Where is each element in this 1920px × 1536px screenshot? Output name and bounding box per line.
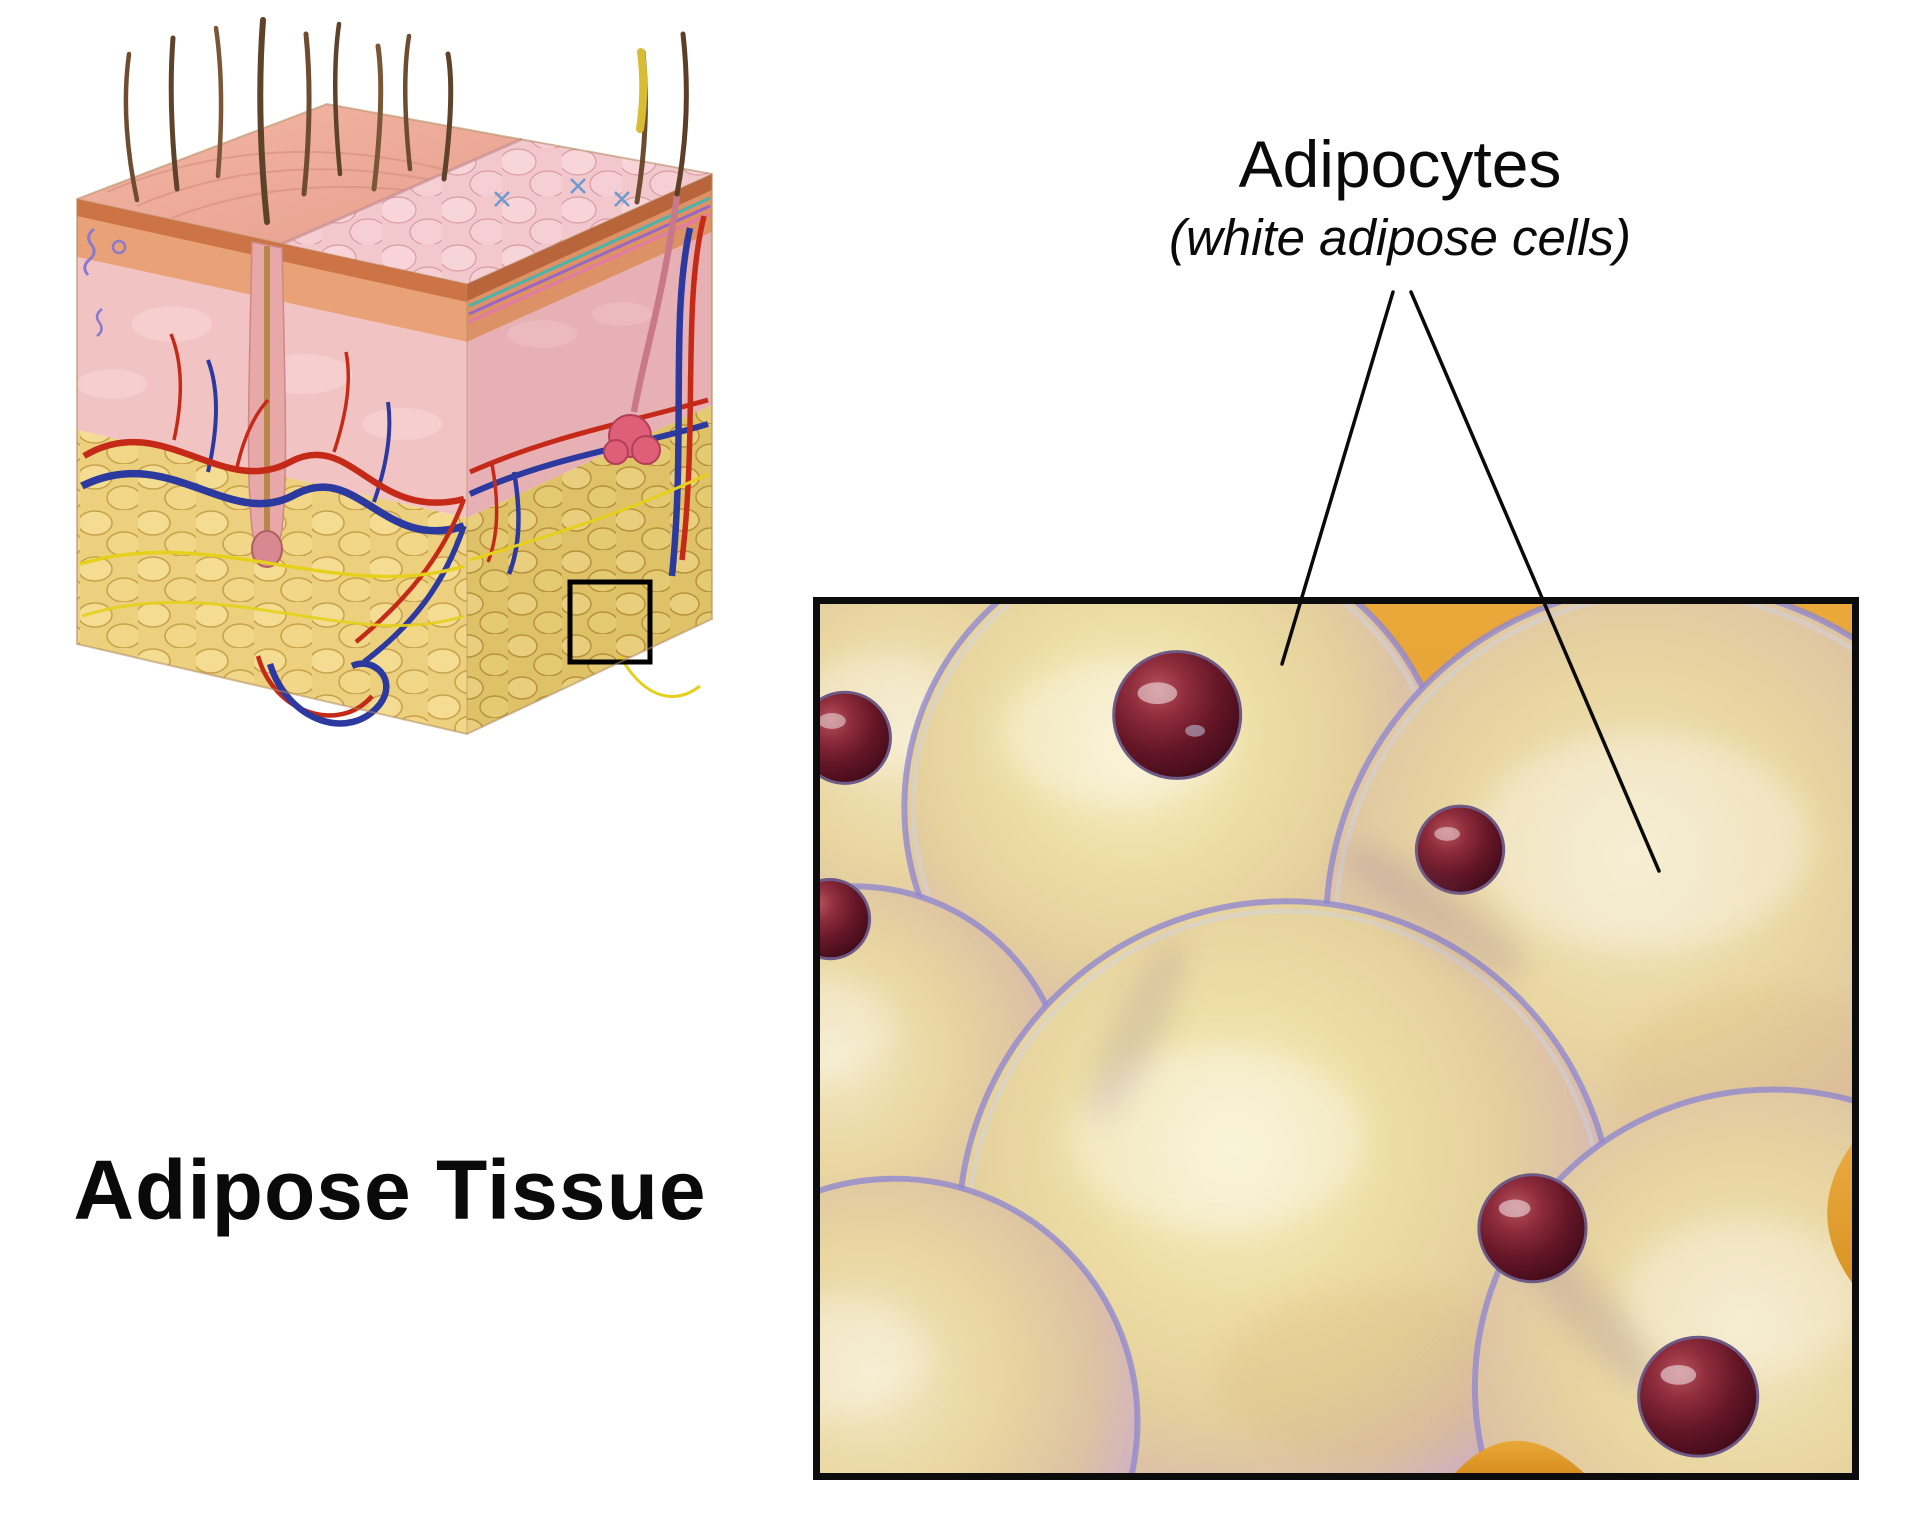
skin-cross-section-illustration (76, 17, 713, 736)
nerve (81, 600, 465, 628)
adipocyte-nucleus (820, 877, 872, 961)
hair (257, 17, 270, 225)
gland-duct (630, 195, 681, 413)
adipocyte-nucleus (1112, 650, 1243, 780)
adipocyte-nucleus (1637, 1335, 1760, 1458)
hair (441, 51, 454, 182)
vein (80, 470, 466, 535)
blood-vessels-front (79, 333, 467, 727)
adipocytes-callout: Adipocytes (white adipose cells) (1080, 128, 1720, 267)
block-edges (76, 102, 713, 736)
hair (403, 33, 413, 172)
adipocyte-nucleus (820, 690, 892, 785)
artery (82, 438, 465, 506)
hair (168, 35, 180, 192)
nerve-receptors (83, 227, 127, 337)
follicle-bulb (251, 530, 283, 568)
figure-title: Adipose Tissue (73, 1143, 707, 1237)
zoom-region-outline (567, 579, 653, 665)
terrace-edge (281, 137, 523, 246)
hair-yellow-sheath (636, 48, 648, 133)
hair (213, 25, 224, 179)
hair (123, 51, 140, 203)
nerve (469, 472, 709, 562)
dermis-layer-side (467, 232, 712, 518)
skin-surface-wrinkle (106, 150, 463, 193)
adipocyte-cell (820, 1175, 1141, 1473)
terrace-receptors (494, 178, 630, 207)
adipocytes-label: Adipocytes (1238, 127, 1562, 201)
stratum-line-teal (468, 196, 711, 308)
adipocyte-closeup-illustration (820, 604, 1852, 1473)
adipocyte-closeup-frame (813, 597, 1859, 1480)
skin-cross-section-figure (22, 4, 812, 794)
sweat-gland (603, 195, 681, 465)
exposed-dermis-terrace (282, 139, 712, 284)
blood-vessels-side (468, 215, 709, 698)
hairs (123, 17, 689, 225)
adipocytes-sublabel: (white adipose cells) (1168, 208, 1632, 266)
hair (371, 43, 384, 192)
nerve (79, 550, 465, 579)
epidermis-stripe-side (467, 174, 712, 301)
hair (674, 31, 689, 197)
matrix-gap (1455, 1440, 1585, 1473)
adipocyte-nucleus (1477, 1173, 1588, 1284)
nerve (618, 655, 701, 698)
adipocyte-cell (1472, 1086, 1852, 1473)
fat-layer-side (467, 405, 712, 734)
matrix-gap (1827, 1144, 1852, 1283)
hair (301, 31, 312, 197)
hair-follicle (247, 241, 287, 568)
hair (332, 21, 343, 177)
